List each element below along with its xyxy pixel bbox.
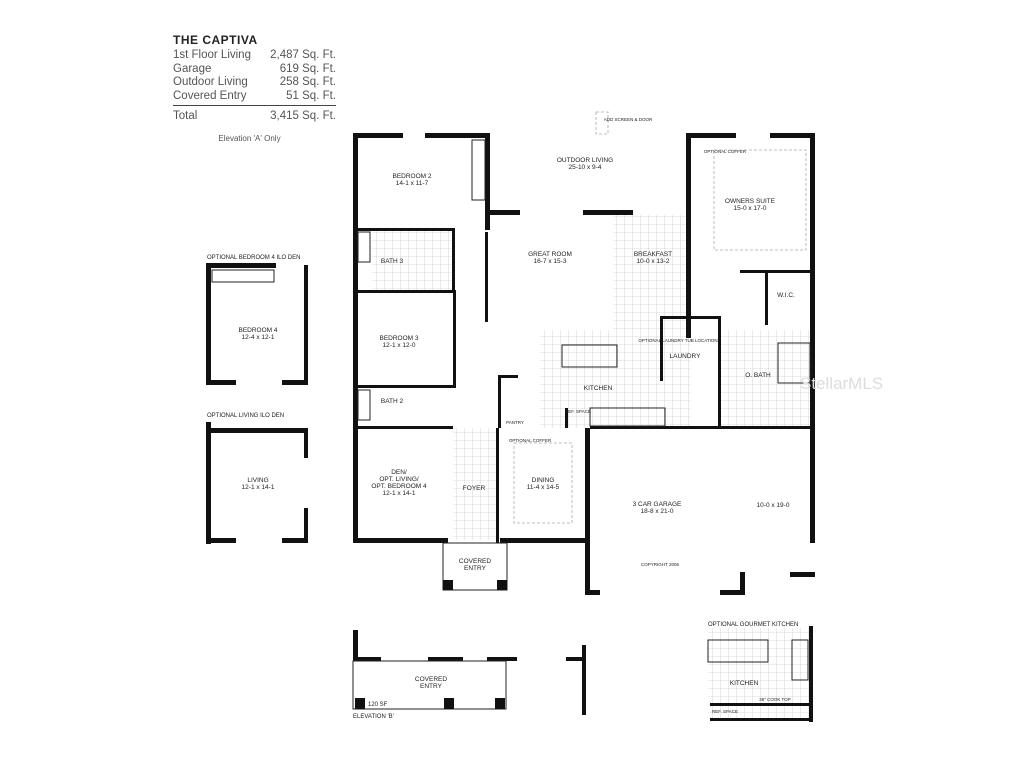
option-bedroom4-name: BEDROOM 4: [238, 327, 277, 334]
gourmet-ref-space: REF. SPACE: [712, 709, 738, 714]
room-den-size: 12-1 x 14-1: [383, 490, 416, 497]
room-kitchen-name: KITCHEN: [584, 385, 613, 392]
room-foyer-name: FOYER: [463, 485, 486, 492]
ref-space-label: REF. SPACE: [565, 409, 591, 414]
elevation-b-line2: ENTRY: [420, 683, 443, 690]
covered-entry-line2: ENTRY: [464, 565, 487, 572]
room-dining-size: 11-4 x 14-5: [527, 484, 560, 491]
gourmet-kitchen-name: KITCHEN: [730, 680, 759, 687]
option-bedroom4-heading: OPTIONAL BEDROOM 4 ILO DEN: [207, 255, 300, 261]
room-den-line3: OPT. BEDROOM 4: [371, 483, 427, 490]
option-gourmet-kitchen: OPTIONAL GOURMET KITCHEN KITCHEN REF. SP…: [707, 622, 813, 722]
elevation-b-caption: ELEVATION 'B': [353, 714, 394, 720]
copyright-note: COPYRIGHT 2006: [641, 562, 679, 567]
room-great-room-name: GREAT ROOM: [528, 251, 572, 258]
main-walls: [353, 133, 815, 595]
elevation-b-line1: COVERED: [415, 676, 447, 683]
divider: [173, 105, 336, 106]
room-bath2-name: BATH 2: [381, 398, 404, 405]
room-garage-name: 3 CAR GARAGE: [633, 501, 682, 508]
room-outdoor-living-name: OUTDOOR LIVING: [557, 157, 613, 164]
room-laundry-name: LAUNDRY: [670, 353, 702, 360]
elevation-b-area: 120 SF: [368, 702, 388, 708]
pantry-label: PANTRY: [506, 420, 524, 425]
room-great-room-size: 16-7 x 15-3: [534, 258, 567, 265]
dining-coffer-note: OPTIONAL COFFER: [509, 438, 552, 443]
room-bedroom2-size: 14-1 x 11-7: [396, 180, 429, 187]
elevation-note: Elevation 'A' Only: [218, 133, 281, 143]
watermark: StellarMLS: [800, 374, 883, 393]
option-bedroom4-size: 12-4 x 12-1: [242, 334, 275, 341]
room-owners-suite-size: 15-0 x 17-0: [734, 205, 767, 212]
gourmet-heading: OPTIONAL GOURMET KITCHEN: [708, 622, 798, 628]
room-den-line2: OPT. LIVING/: [379, 476, 419, 483]
coffer-note: OPTIONAL COFFER: [704, 149, 747, 154]
room-bath3-name: BATH 3: [381, 258, 404, 265]
room-bedroom2-name: BEDROOM 2: [392, 173, 431, 180]
annotations: ADD SCREEN & DOOR OPTIONAL COFFER OPTION…: [506, 117, 747, 567]
room-outdoor-living-size: 25-10 x 9-4: [569, 164, 602, 171]
covered-entry-line1: COVERED: [459, 558, 491, 565]
room-dining-name: DINING: [532, 477, 555, 484]
room-garage-size2: 10-0 x 19-0: [757, 502, 790, 509]
option-living-heading: OPTIONAL LIVING ILO DEN: [207, 413, 284, 419]
room-breakfast-size: 10-0 x 13-2: [637, 258, 670, 265]
room-labels: BEDROOM 2 14-1 x 11-7 OUTDOOR LIVING 25-…: [371, 157, 795, 572]
screen-door-note: ADD SCREEN & DOOR: [604, 117, 653, 122]
room-den-line1: DEN/: [391, 469, 407, 476]
option-elevation-b: COVERED ENTRY 120 SF ELEVATION 'B': [352, 630, 586, 720]
plan-title: THE CAPTIVA: [173, 33, 258, 47]
option-living-name: LIVING: [247, 477, 268, 484]
option-living-size: 12-1 x 14-1: [242, 484, 275, 491]
room-garage-size: 18-8 x 21-0: [641, 508, 674, 515]
fixtures: [357, 111, 811, 591]
room-bedroom3-name: BEDROOM 3: [379, 335, 418, 342]
room-breakfast-name: BREAKFAST: [634, 251, 672, 258]
room-owners-suite-name: OWNERS SUITE: [725, 198, 776, 205]
laundry-tub-note: OPTIONAL LAUNDRY TUB LOCATION: [638, 338, 717, 343]
gourmet-cooktop: 36" COOK TOP: [759, 697, 790, 702]
room-wic-name: W.I.C.: [777, 292, 795, 299]
room-obath-name: O. BATH: [745, 372, 771, 379]
option-bedroom4: OPTIONAL BEDROOM 4 ILO DEN BEDROOM 4 12-…: [206, 255, 308, 385]
option-living: OPTIONAL LIVING ILO DEN LIVING 12-1 x 14…: [206, 413, 308, 544]
room-bedroom3-size: 12-1 x 12-0: [383, 342, 416, 349]
